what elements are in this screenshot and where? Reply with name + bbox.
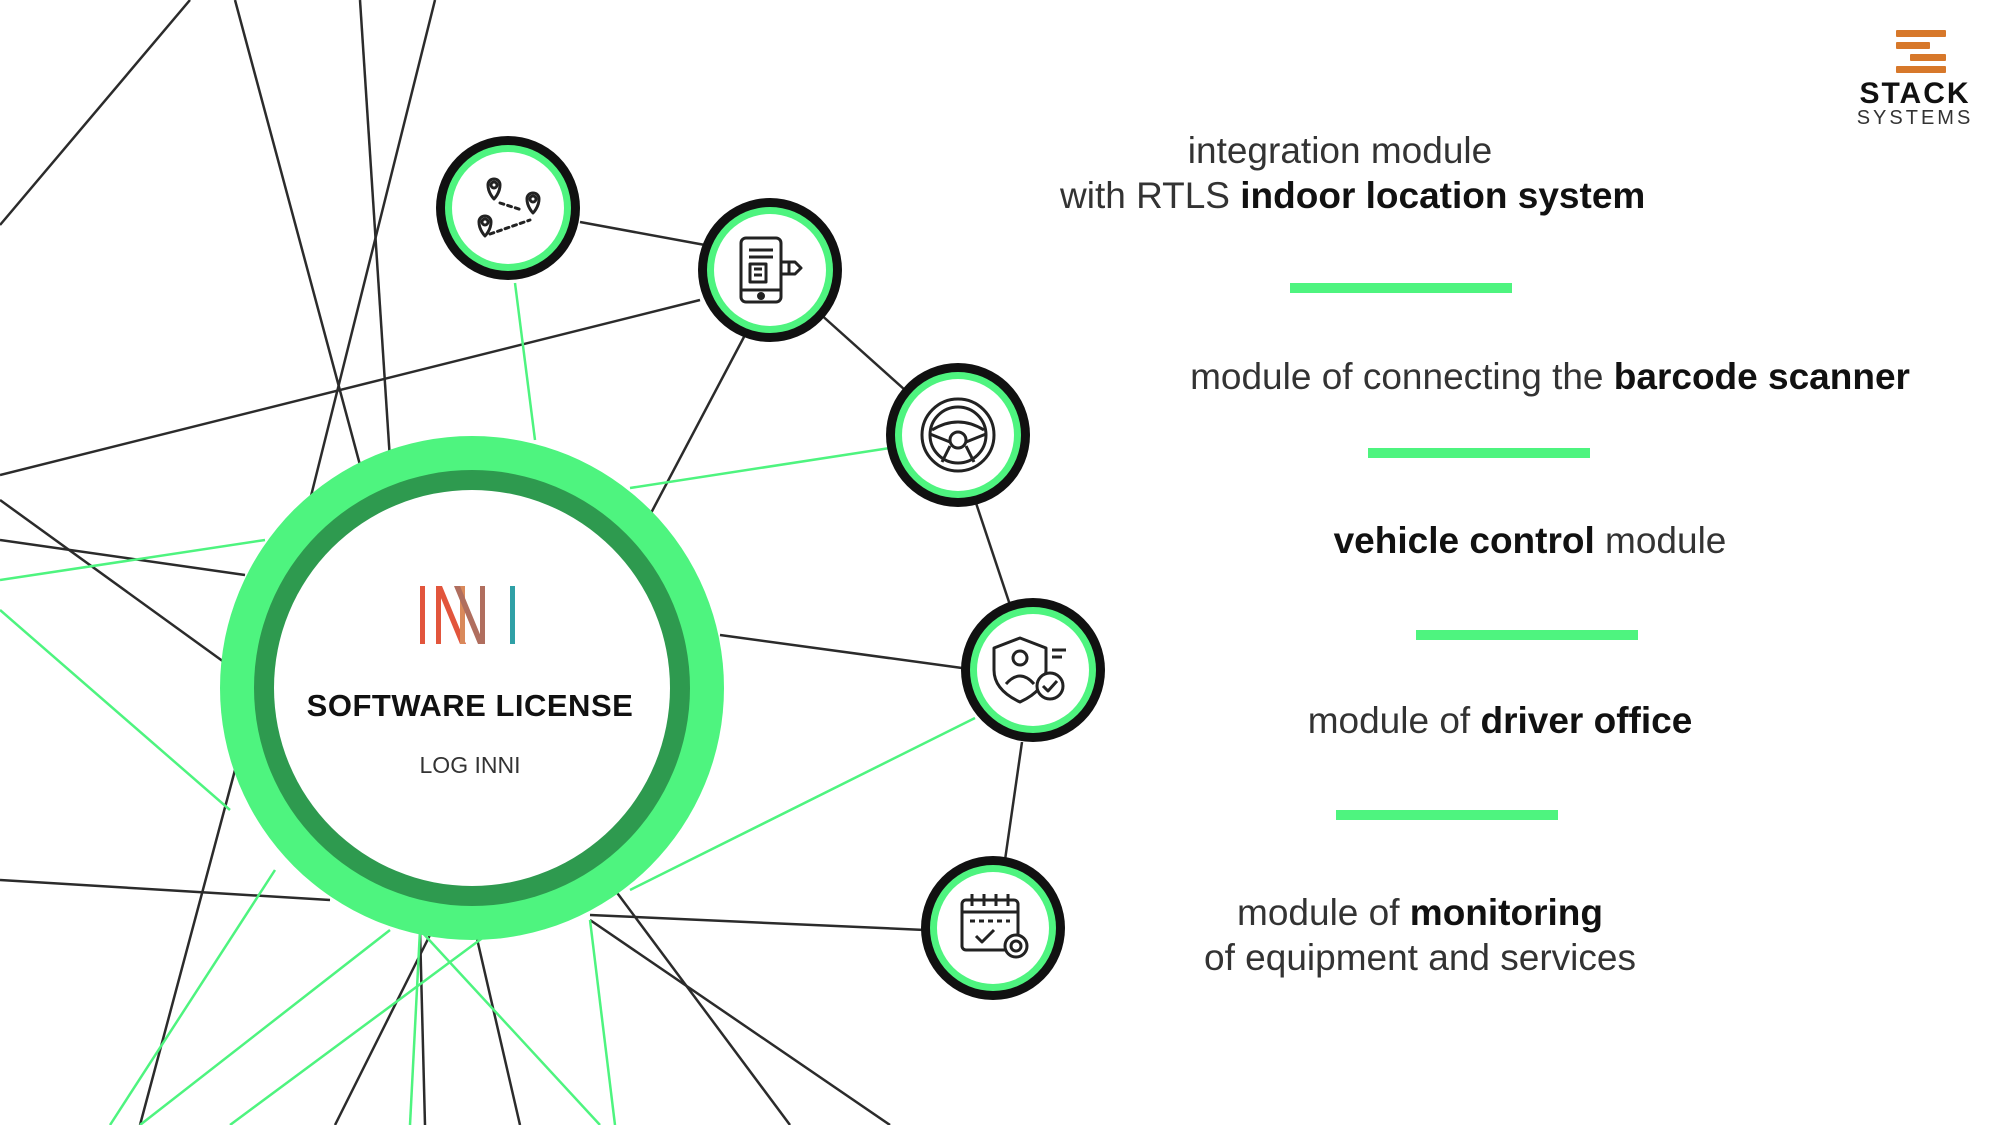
steering-wheel-icon bbox=[920, 397, 996, 473]
brand-logo-word: STACK bbox=[1859, 77, 1971, 110]
module-2-bold: barcode scanner bbox=[1613, 356, 1910, 397]
node-5 bbox=[921, 856, 1065, 1000]
module-5-line1: module of monitoring bbox=[1150, 890, 1690, 935]
brand-logo: STACK SYSTEMS bbox=[1850, 28, 1980, 128]
module-2-text: module of connecting the barcode scanner bbox=[1190, 354, 1910, 399]
module-3-bold: vehicle control bbox=[1333, 520, 1595, 561]
divider-1 bbox=[1290, 283, 1512, 293]
calendar-check-icon bbox=[960, 894, 1029, 959]
module-1-line2: with RTLS indoor location system bbox=[1060, 173, 1645, 218]
location-pins-icon bbox=[477, 177, 541, 238]
divider-2 bbox=[1368, 448, 1590, 458]
driver-shield-icon bbox=[992, 636, 1066, 704]
module-1-text: integration module with RTLS indoor loca… bbox=[1060, 128, 1645, 218]
module-4-pre: module of bbox=[1307, 700, 1481, 741]
module-2-pre: module of connecting the bbox=[1190, 356, 1614, 397]
module-1-line2-bold: indoor location system bbox=[1240, 175, 1646, 216]
module-4-text: module of driver office bbox=[1260, 698, 1740, 743]
module-3-post: module bbox=[1594, 520, 1727, 561]
module-5-line2: of equipment and services bbox=[1204, 937, 1636, 978]
node-1 bbox=[436, 136, 580, 280]
module-3-text: vehicle control module bbox=[1300, 518, 1760, 563]
center-title: SOFTWARE LICENSE bbox=[306, 688, 634, 723]
network-lines-green bbox=[0, 282, 976, 1125]
module-1-line2-pre: with RTLS bbox=[1060, 175, 1241, 216]
divider-4 bbox=[1336, 810, 1558, 820]
network-lines-dark bbox=[0, 0, 1024, 1125]
divider-3 bbox=[1416, 630, 1638, 640]
node-2 bbox=[698, 198, 842, 342]
inni-logo bbox=[420, 586, 515, 644]
node-3 bbox=[886, 363, 1030, 507]
module-4-bold: driver office bbox=[1480, 700, 1693, 741]
center-circle bbox=[220, 436, 724, 940]
brand-logo-mark bbox=[1880, 28, 1950, 80]
barcode-scanner-icon bbox=[739, 236, 803, 304]
brand-logo-sub: SYSTEMS bbox=[1856, 107, 1974, 129]
module-5-line1-pre: module of bbox=[1237, 892, 1410, 933]
module-5-line1-bold: monitoring bbox=[1409, 892, 1603, 933]
node-4 bbox=[961, 598, 1105, 742]
module-1-line1: integration module bbox=[1187, 130, 1493, 171]
module-5-text: module of monitoring of equipment and se… bbox=[1150, 890, 1690, 980]
center-subtitle: LOG INNI bbox=[419, 752, 521, 778]
